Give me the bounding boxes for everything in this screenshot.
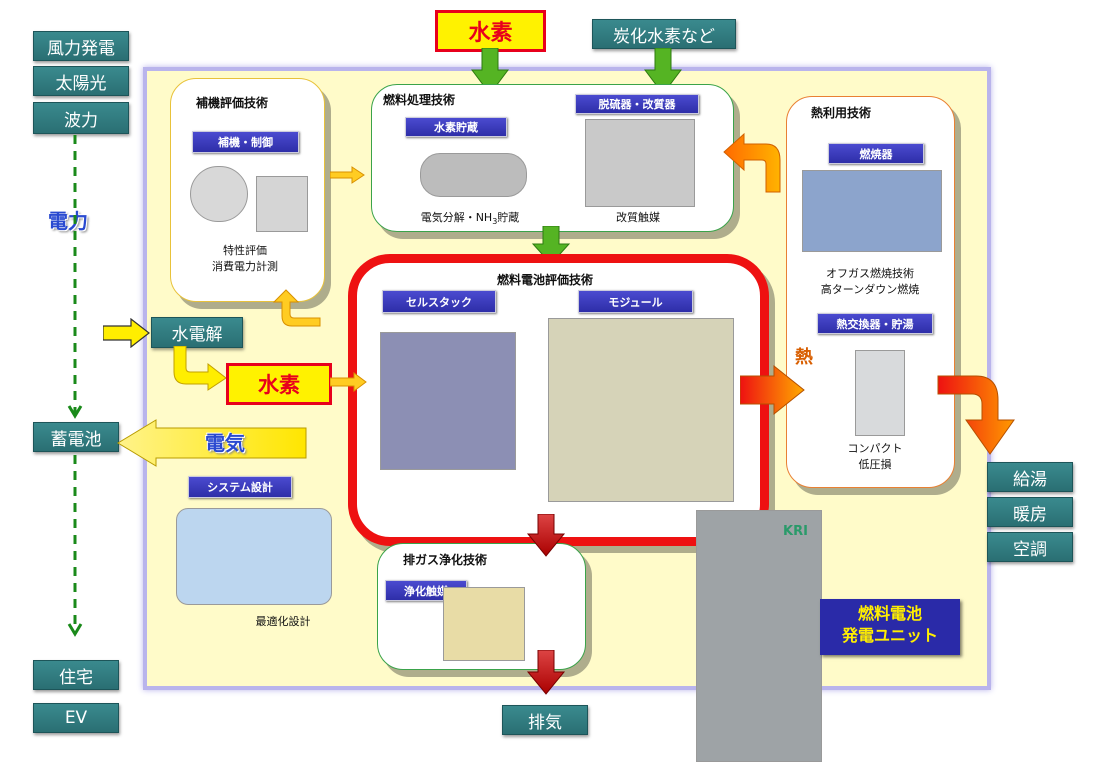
fc-eval-title: 燃料電池評価技術 [497,273,594,287]
hydrogen-storage-tag: 水素貯蔵 [405,117,507,137]
source-wave: 波力 [33,102,129,134]
aux-title: 補機評価技術 [196,96,269,110]
arrow-heat-to-fuel [723,132,781,193]
system-diagram-image [176,508,332,605]
arrow-down-hydrogen [471,48,509,95]
storage-caption-post: 貯蔵 [497,211,520,224]
heat-exchanger-tag: 熱交換器・貯湯 [817,313,933,334]
power-unit-label: 燃料電池 発電ユニット [820,599,960,655]
reformer-image [585,119,695,207]
pump-image [256,176,308,232]
source-wind: 風力発電 [33,31,129,61]
arrow-heat-to-uses [937,375,1015,455]
fuel-processing-title: 燃料処理技術 [383,93,456,107]
exhaust-output: 排気 [502,705,588,735]
cell-stack-image [380,332,516,470]
source-solar: 太陽光 [33,66,129,96]
hydrocarbon-input: 炭化水素など [592,19,736,49]
arrow-down-hydrocarbon [644,48,682,95]
arrow-electrolysis-to-hydrogen [173,346,227,391]
heat-label: 熱 [795,347,813,368]
use-hot-water: 給湯 [987,462,1073,492]
reform-caption: 改質触媒 [616,211,660,224]
hx-caption-2: 低圧損 [858,458,892,471]
use-house: 住宅 [33,660,119,690]
exhaust-title: 排ガス浄化技術 [403,553,488,567]
desulfurizer-tag: 脱硫器・改質器 [575,94,699,114]
system-caption: 最適化設計 [255,615,311,628]
storage-caption-pre: 電気分解・NH [420,211,493,224]
module-tag: モジュール [578,290,693,313]
use-ev: EV [33,703,119,733]
catalyst-image [443,587,525,661]
arrow-into-electrolysis [103,318,150,348]
system-design-tag: システム設計 [188,476,292,498]
electrolysis-box: 水電解 [151,317,243,348]
arrow-exhaust-out [526,650,566,695]
arrow-hydrogen-to-fc [330,372,367,392]
arrow-fc-to-heat [740,364,805,416]
left-flow-lines [67,135,83,637]
electricity-label: 電気 [205,431,245,455]
heat-exchanger-image [855,350,905,436]
aux-caption-2: 消費電力計測 [212,260,278,273]
power-unit-photo [696,510,822,762]
storage-caption: 電気分解・NH3貯蔵 [405,210,535,228]
blower-image [190,166,248,222]
arrow-return-aux [272,289,321,327]
hydrogen-input-top: 水素 [435,10,546,52]
hydrogen-mid: 水素 [226,363,332,405]
arrow-aux-to-fuel [330,166,365,184]
heat-title: 熱利用技術 [811,106,872,120]
power-unit-line2: 発電ユニット [841,626,938,645]
burner-caption-1: オフガス燃焼技術 [826,267,914,280]
power-label: 電力 [48,209,88,233]
hydrogen-tank-image [420,153,527,197]
electricity-arrow [117,419,307,467]
storage-battery: 蓄電池 [33,422,119,452]
aux-caption-1: 特性評価 [223,244,267,257]
burner-image [802,170,942,252]
power-unit-line1: 燃料電池 [857,604,922,623]
burner-tag: 燃焼器 [828,143,924,164]
hx-caption-1: コンパクト [847,442,903,455]
cell-stack-tag: セルスタック [382,290,496,313]
use-air-conditioning: 空調 [987,532,1073,562]
aux-tag: 補機・制御 [192,131,299,153]
kri-logo: KRI [783,524,808,539]
arrow-fc-to-exhaust [526,514,566,557]
use-heating: 暖房 [987,497,1073,527]
burner-caption-2: 高ターンダウン燃焼 [820,283,920,296]
storage-caption-sub: 3 [492,217,498,227]
module-image [548,318,734,502]
